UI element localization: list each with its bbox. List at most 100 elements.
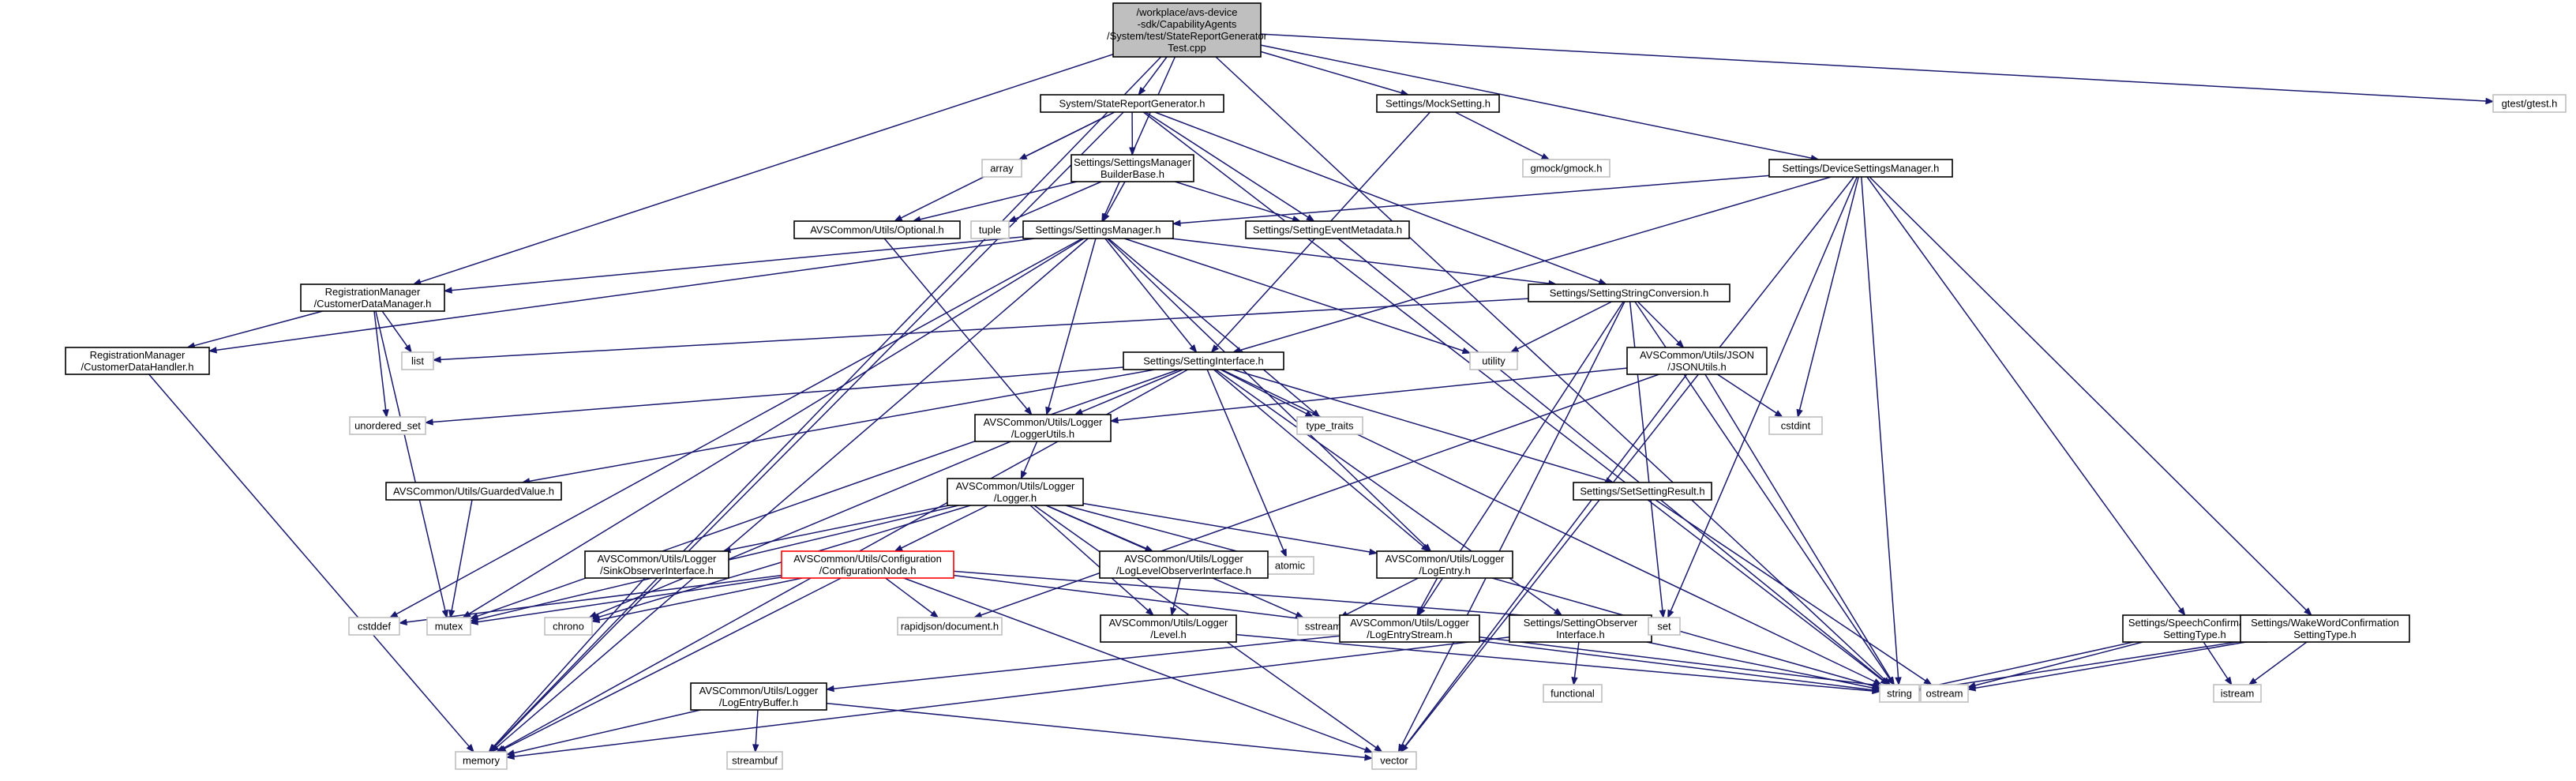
node-label-line: RegistrationManager xyxy=(90,349,186,361)
edge-line xyxy=(1704,374,1892,679)
edge-line xyxy=(833,635,1340,689)
edge-line xyxy=(595,441,1011,616)
node-lestream[interactable]: AVSCommon/Utils/Logger/LogEntryStream.h xyxy=(1339,614,1480,643)
edge-si-to-atomic xyxy=(1206,369,1287,558)
edge-confignode-to-chrono xyxy=(591,577,803,624)
edge-wwct-to-istream xyxy=(2248,641,2308,685)
node-rmcdh[interactable]: RegistrationManager/CustomerDataHandler.… xyxy=(65,347,210,375)
node-dsm[interactable]: Settings/DeviceSettingsManager.h xyxy=(1768,159,1953,178)
edge-line xyxy=(440,298,1529,361)
node-confignode[interactable]: AVSCommon/Utils/Configuration/Configurat… xyxy=(781,550,954,579)
node-root[interactable]: /workplace/avs-device-sdk/CapabilityAgen… xyxy=(1107,2,1268,58)
node-llo[interactable]: AVSCommon/Utils/Logger/LogLevelObserverI… xyxy=(1099,550,1269,579)
node-ssc[interactable]: Settings/SettingStringConversion.h xyxy=(1528,283,1730,302)
node-lebuffer[interactable]: AVSCommon/Utils/Logger/LogEntryBuffer.h xyxy=(690,682,827,711)
edge-line xyxy=(373,310,387,411)
edge-line xyxy=(1974,641,2143,686)
arrowhead-icon xyxy=(1887,676,1895,686)
edge-line xyxy=(1123,238,1464,351)
edge-line xyxy=(1172,577,1182,609)
node-srg[interactable]: System/StateReportGenerator.h xyxy=(1040,94,1224,113)
arrowhead-icon xyxy=(1667,609,1674,619)
node-box xyxy=(1879,684,1920,703)
edge-line xyxy=(1239,176,1832,351)
edge-line xyxy=(1175,181,1294,220)
node-loggerutils[interactable]: AVSCommon/Utils/Logger/LoggerUtils.h xyxy=(974,414,1112,442)
node-label-line: Settings/SetSettingResult.h xyxy=(1580,486,1704,498)
edge-line xyxy=(1023,441,1038,473)
node-level[interactable]: AVSCommon/Utils/Logger/Level.h xyxy=(1100,614,1237,643)
arrowhead-icon xyxy=(1967,685,1977,692)
arrowhead-icon xyxy=(1923,678,1933,685)
node-atomic: atomic xyxy=(1266,556,1314,575)
edge-si-to-loggerutils xyxy=(1074,369,1183,415)
node-cstddef: cstddef xyxy=(348,617,400,636)
edge-line xyxy=(1491,577,1873,687)
arrowhead-icon xyxy=(2248,677,2258,685)
arrowhead-icon xyxy=(1895,677,1902,686)
edge-line xyxy=(477,576,782,623)
node-json[interactable]: AVSCommon/Utils/JSON/JSONUtils.h xyxy=(1626,347,1768,375)
node-label-line: istream xyxy=(2221,688,2255,700)
node-box xyxy=(2213,684,2262,703)
node-label-line: RegistrationManager xyxy=(325,286,421,298)
edge-line xyxy=(755,709,759,745)
arrowhead-icon xyxy=(2224,676,2233,686)
edge-sm-to-ssc xyxy=(1171,238,1558,287)
edge-sm-to-rmcdm xyxy=(443,236,1024,294)
node-label-line: System/StateReportGenerator.h xyxy=(1059,98,1206,110)
node-box xyxy=(970,220,1010,239)
node-label-line: set xyxy=(1657,621,1671,633)
edge-json-to-vector xyxy=(1400,374,1688,753)
node-list: list xyxy=(401,351,434,370)
node-sm[interactable]: Settings/SettingsManager.h xyxy=(1022,220,1174,239)
nodes-layer: /workplace/avs-device-sdk/CapabilityAgen… xyxy=(65,2,2567,770)
node-sink[interactable]: AVSCommon/Utils/Logger/SinkObserverInter… xyxy=(584,550,729,579)
edge-srg-to-sem xyxy=(1145,111,1315,222)
edge-line xyxy=(1404,374,1688,747)
node-uset: unordered_set xyxy=(349,416,426,435)
edge-line xyxy=(1142,56,1168,90)
node-box xyxy=(385,482,562,501)
edge-root-to-dsm xyxy=(1260,44,1820,162)
edge-line xyxy=(513,636,1510,757)
edge-root-to-string xyxy=(1215,56,1892,685)
node-mocksetting[interactable]: Settings/MockSetting.h xyxy=(1376,94,1500,113)
arrowhead-icon xyxy=(382,409,389,419)
edge-llo-to-level xyxy=(1170,577,1182,617)
arrowhead-icon xyxy=(1138,86,1146,96)
arrowhead-icon xyxy=(443,287,452,294)
arrowhead-icon xyxy=(208,347,217,354)
edge-line xyxy=(216,238,1035,351)
arrowhead-icon xyxy=(1871,684,1881,692)
node-wwct[interactable]: Settings/WakeWordConfirmationSettingType… xyxy=(2240,614,2410,643)
edge-logger-to-logentry xyxy=(1082,502,1378,556)
edge-ssc-to-utility xyxy=(1509,301,1612,353)
node-logentry[interactable]: AVSCommon/Utils/Logger/LogEntry.h xyxy=(1376,550,1513,579)
node-optional[interactable]: AVSCommon/Utils/Optional.h xyxy=(793,220,961,239)
node-si[interactable]: Settings/SettingInterface.h xyxy=(1123,351,1284,370)
node-rmcdm[interactable]: RegistrationManager/CustomerDataManager.… xyxy=(300,283,445,312)
node-label-line: Settings/SettingsManager.h xyxy=(1036,224,1161,236)
arrowhead-icon xyxy=(1675,340,1685,348)
node-guarded[interactable]: AVSCommon/Utils/GuardedValue.h xyxy=(385,482,562,501)
node-sem[interactable]: Settings/SettingEventMetadata.h xyxy=(1245,220,1410,239)
node-label-line: AVSCommon/Utils/Optional.h xyxy=(810,224,944,236)
node-rapidjson: rapidjson/document.h xyxy=(897,617,1003,636)
arrowhead-icon xyxy=(1873,678,1883,685)
node-label-line: Settings/SpeechConfirmation xyxy=(2128,617,2261,629)
node-cstdint: cstdint xyxy=(1768,416,1823,435)
node-ssr[interactable]: Settings/SetSettingResult.h xyxy=(1573,482,1712,501)
edge-line xyxy=(2254,641,2308,681)
node-label-line: SettingType.h xyxy=(2293,629,2357,640)
node-box xyxy=(1376,550,1513,579)
node-logger[interactable]: AVSCommon/Utils/Logger/Logger.h xyxy=(947,478,1084,506)
edge-rmcdm-to-list xyxy=(381,310,412,354)
node-label-line: AVSCommon/Utils/Logger xyxy=(598,553,717,565)
edge-ssr-to-ostream xyxy=(1655,499,1933,685)
edge-smbb-to-sem xyxy=(1175,181,1301,223)
edge-root-to-sm xyxy=(1101,56,1176,223)
